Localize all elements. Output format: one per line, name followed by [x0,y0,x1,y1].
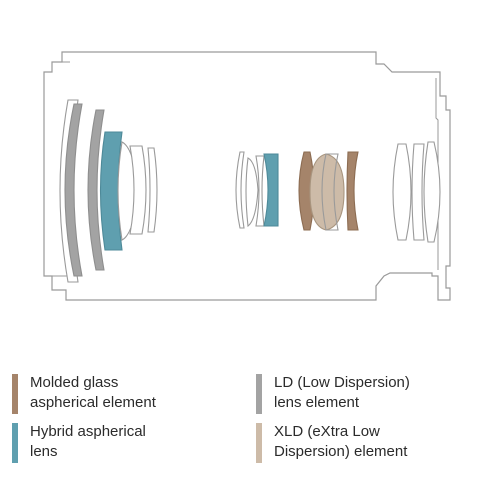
lens-element-7-plain [147,147,158,233]
molded-swatch [12,374,18,414]
lens-element-15-molded [346,151,359,231]
xld-swatch [256,423,262,463]
lens-element-18-plain [423,141,441,243]
legend-label-xld: XLD (eXtra Low Dispersion) element [274,423,408,460]
legend-label-hybrid: Hybrid aspherical lens [30,423,146,460]
ld-swatch [256,374,262,414]
legend-item-ld: LD (Low Dispersion) lens element [256,374,410,414]
legend-item-hybrid: Hybrid aspherical lens [12,423,146,463]
legend-item-molded: Molded glass aspherical element [12,374,156,414]
lens-element-8-plain [235,151,245,229]
lens-element-17-plain [411,143,425,241]
lens-element-13-xld [309,153,345,231]
lens-cross-section-diagram [43,51,451,301]
lens-element-11-hybrid [263,153,279,227]
legend-label-ld: LD (Low Dispersion) lens element [274,374,410,411]
lens-element-2-ld [64,103,83,277]
lens-element-3-ld [87,109,105,271]
legend-item-xld: XLD (eXtra Low Dispersion) element [256,423,407,463]
hybrid-swatch [12,423,18,463]
lens-element-16-plain [392,143,412,241]
lens-element-6-plain [129,145,147,235]
legend-label-molded: Molded glass aspherical element [30,374,156,411]
lens-barrel-outline [43,51,451,301]
lens-element-9-plain [245,157,259,228]
lens-element-14-plain [321,153,339,231]
